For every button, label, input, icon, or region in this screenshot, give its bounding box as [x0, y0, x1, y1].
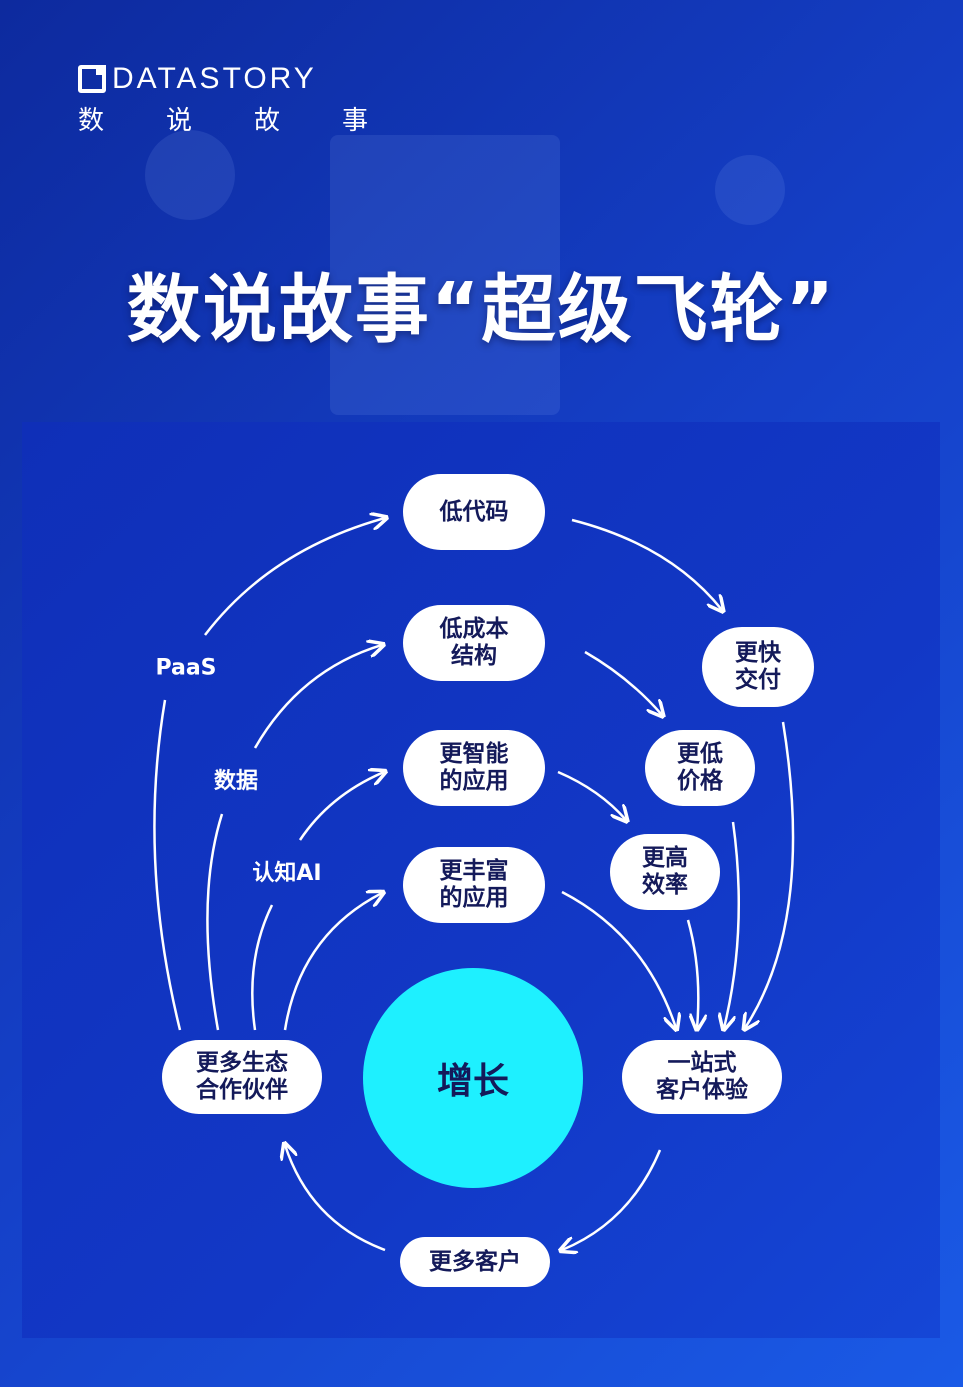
arrow-lowcode-to-faster	[571, 518, 722, 610]
arrow-paas-upper	[204, 518, 385, 636]
arrow-data-upper	[253, 645, 382, 749]
arrow-efficiency-to-onestop	[686, 919, 698, 1028]
node-lower-price: 更低 价格	[645, 730, 755, 806]
arrow-richer-to-onestop	[561, 890, 676, 1028]
node-one-stop-experience: 一站式 客户体验	[622, 1040, 782, 1114]
logo-char: 数	[78, 106, 105, 136]
node-low-cost: 低成本 结构	[403, 605, 545, 681]
node-smarter-apps: 更智能 的应用	[403, 730, 545, 806]
node-low-code: 低代码	[403, 474, 545, 550]
background-coin-illustration	[715, 155, 785, 225]
node-richer-apps: 更丰富 的应用	[403, 847, 545, 923]
page-title: 数说故事“超级飞轮”	[126, 267, 837, 353]
background-document-illustration	[330, 135, 560, 415]
logo-char: 故	[253, 106, 280, 136]
node-more-customers: 更多客户	[400, 1237, 550, 1287]
arrow-smarter-to-efficiency	[557, 770, 626, 820]
arrow-price-to-onestop	[724, 821, 741, 1028]
background-bulb-illustration	[145, 130, 235, 220]
arrow-customers-to-partners	[285, 1145, 386, 1252]
arrow-paas-lower	[153, 699, 182, 1031]
arrow-lowcost-to-price	[584, 650, 662, 715]
label-cognitive-ai: 认知AI	[252, 861, 322, 886]
logo-char: 事	[341, 106, 368, 136]
arrow-data-lower	[206, 813, 224, 1031]
arrow-ai-lower	[251, 904, 274, 1031]
logo-char: 说	[165, 106, 192, 136]
logo-text-en: DATASTORY	[112, 62, 317, 95]
node-more-partners: 更多生态 合作伙伴	[162, 1040, 322, 1114]
node-faster-delivery: 更快 交付	[702, 627, 814, 707]
label-paas: PaaS	[155, 655, 217, 681]
logo-text-cn: 数 说 故 事	[78, 100, 368, 137]
arrow-onestop-to-customers	[562, 1149, 662, 1250]
growth-center-circle: 增长	[363, 968, 583, 1188]
logo-mark-icon	[78, 65, 106, 93]
brand-logo: DATASTORY 数 说 故 事	[78, 62, 368, 137]
node-higher-efficiency: 更高 效率	[610, 834, 720, 910]
arrow-partners-to-richer	[283, 893, 382, 1031]
arrow-faster-to-onestop	[745, 721, 795, 1028]
arrow-ai-upper	[298, 772, 384, 841]
label-data: 数据	[213, 769, 259, 794]
